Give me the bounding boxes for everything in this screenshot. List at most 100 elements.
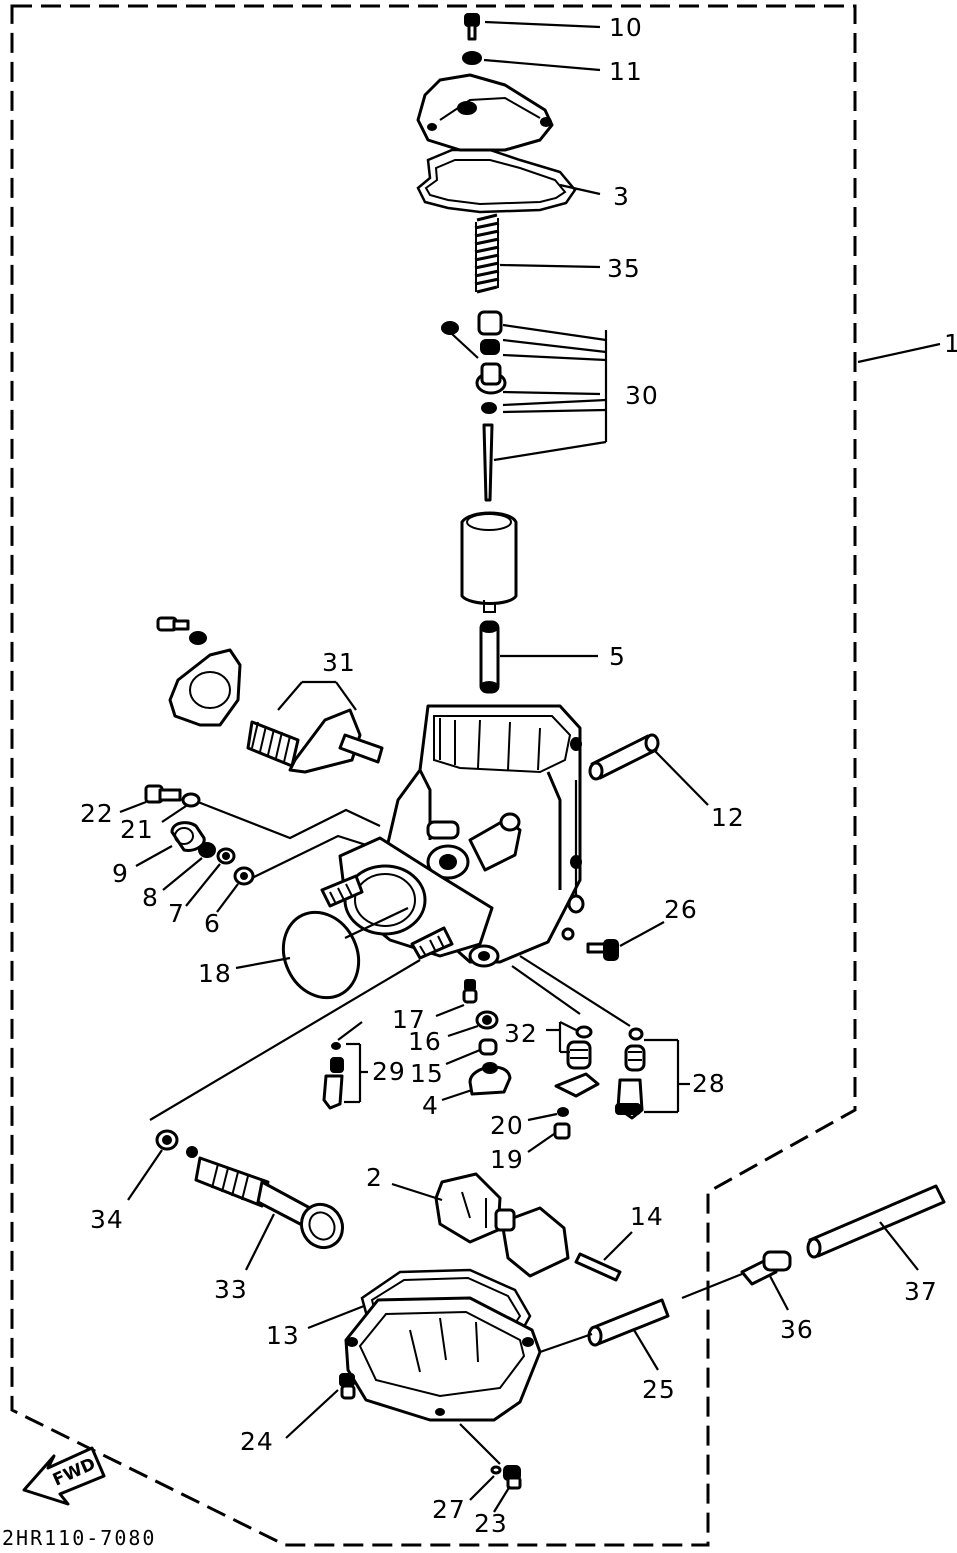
callout-29: 29 bbox=[372, 1057, 406, 1086]
axis-line-25 bbox=[539, 1332, 593, 1354]
callout-36: 36 bbox=[780, 1315, 814, 1344]
nut-6 bbox=[233, 866, 255, 886]
leader-24 bbox=[285, 1389, 339, 1439]
leader-27 bbox=[469, 1475, 495, 1501]
float-chamber bbox=[344, 1296, 542, 1422]
leader-11 bbox=[483, 58, 601, 72]
float-pin-14 bbox=[574, 1252, 622, 1282]
pump-diaphragm bbox=[288, 708, 384, 774]
washer-34 bbox=[155, 1129, 179, 1151]
axis-line-34 bbox=[149, 959, 421, 1121]
baffle-4 bbox=[468, 1062, 512, 1096]
washer-16 bbox=[475, 1010, 499, 1030]
joint-36 bbox=[740, 1250, 792, 1286]
leader-16 bbox=[447, 1024, 479, 1038]
starter-valve-33 bbox=[186, 1146, 345, 1250]
leader-34 bbox=[127, 1149, 163, 1201]
leader-25 bbox=[633, 1329, 659, 1371]
screw-19 bbox=[553, 1122, 571, 1140]
leader-18 bbox=[235, 956, 291, 970]
callout-9: 9 bbox=[112, 859, 129, 888]
callout-28: 28 bbox=[692, 1069, 726, 1098]
callout-20: 20 bbox=[490, 1111, 524, 1140]
callout-22: 22 bbox=[80, 799, 114, 828]
drain-pipe-12 bbox=[588, 733, 660, 781]
callout-31: 31 bbox=[322, 648, 356, 677]
leader-26 bbox=[619, 921, 665, 947]
callout-16: 16 bbox=[408, 1027, 442, 1056]
hose-37 bbox=[806, 1184, 946, 1259]
callout-5: 5 bbox=[609, 642, 626, 671]
callout-10: 10 bbox=[609, 13, 643, 42]
pump-cover bbox=[168, 648, 242, 727]
callout-8: 8 bbox=[142, 883, 159, 912]
axis-line-29 bbox=[337, 1021, 363, 1041]
callout-14: 14 bbox=[630, 1202, 664, 1231]
leader-21 bbox=[161, 805, 187, 823]
intake-flange bbox=[320, 836, 494, 960]
axis-line-36 bbox=[681, 1272, 743, 1300]
assembly-leader bbox=[857, 342, 941, 364]
oring-27 bbox=[490, 1465, 502, 1475]
callout-27: 27 bbox=[432, 1495, 466, 1524]
bolt-22 bbox=[144, 784, 182, 804]
leader-8 bbox=[162, 857, 203, 891]
axis-line-23 bbox=[459, 1423, 501, 1465]
top-cover-gasket bbox=[416, 148, 577, 214]
overflow-pipe-25 bbox=[587, 1298, 670, 1347]
leader-20 bbox=[527, 1112, 558, 1122]
bracket-29 bbox=[344, 1042, 368, 1104]
leader-3 bbox=[559, 183, 601, 196]
leader-14 bbox=[603, 1231, 633, 1261]
callout-3: 3 bbox=[613, 182, 630, 211]
float-2 bbox=[434, 1172, 570, 1278]
axis-line-upper bbox=[197, 800, 381, 840]
leader-6 bbox=[216, 883, 239, 913]
callout-25: 25 bbox=[642, 1375, 676, 1404]
axis-line-32 bbox=[511, 965, 581, 1015]
callout-35: 35 bbox=[607, 254, 641, 283]
leader-18b bbox=[344, 907, 409, 939]
callout-15: 15 bbox=[410, 1059, 444, 1088]
callout-19: 19 bbox=[490, 1145, 524, 1174]
callout-18: 18 bbox=[198, 959, 232, 988]
main-jet-17 bbox=[462, 979, 478, 1004]
leader-9 bbox=[135, 845, 173, 867]
pump-spring bbox=[246, 720, 300, 768]
callout-37: 37 bbox=[904, 1277, 938, 1306]
washer-7 bbox=[216, 847, 236, 865]
bracket-30 bbox=[493, 323, 608, 462]
needle-holder-stack bbox=[441, 310, 507, 502]
leader-4 bbox=[441, 1088, 473, 1102]
leader-13 bbox=[307, 1304, 365, 1330]
bracket-31 bbox=[277, 680, 357, 711]
needle-jet-15 bbox=[478, 1038, 498, 1056]
leader-19 bbox=[527, 1133, 555, 1153]
cap-washer bbox=[462, 51, 482, 65]
screw-26 bbox=[586, 939, 619, 961]
leader-12 bbox=[653, 749, 709, 806]
leader-35 bbox=[499, 263, 601, 269]
washer-21 bbox=[181, 792, 201, 808]
screw-24 bbox=[339, 1373, 356, 1400]
washer-20 bbox=[557, 1107, 569, 1117]
leader-37 bbox=[879, 1221, 919, 1271]
callout-2: 2 bbox=[366, 1163, 383, 1192]
plunger-cap-9 bbox=[170, 821, 206, 852]
callout-11: 11 bbox=[609, 57, 643, 86]
callout-32: 32 bbox=[504, 1019, 538, 1048]
pump-cover-screw bbox=[156, 616, 190, 632]
leader-36 bbox=[769, 1275, 789, 1311]
pump-cover-washer bbox=[189, 631, 207, 645]
leader-2 bbox=[391, 1182, 443, 1202]
top-cover bbox=[416, 73, 554, 152]
guide-rod bbox=[479, 620, 500, 694]
leader-22 bbox=[119, 800, 147, 814]
oring-8 bbox=[198, 842, 216, 858]
callout-4: 4 bbox=[422, 1091, 439, 1120]
leader-33 bbox=[245, 1213, 275, 1271]
bracket-32 bbox=[546, 1021, 577, 1054]
callout-13: 13 bbox=[266, 1321, 300, 1350]
